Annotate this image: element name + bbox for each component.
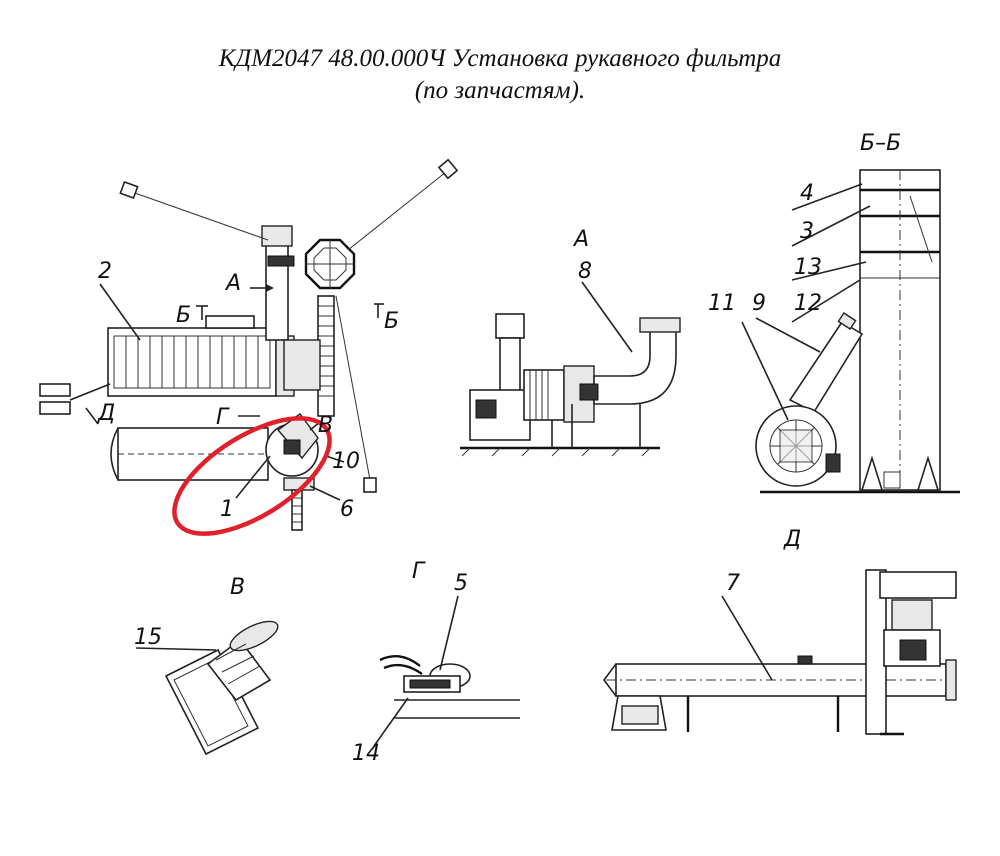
main-assembly-view (39, 158, 459, 531)
label-view-v-main: В (318, 413, 333, 438)
label-view-d-main: Д (97, 401, 115, 426)
drawing-subtitle: (по запчастям). (414, 77, 586, 104)
label-view-d: Д (783, 527, 801, 552)
label-5: 5 (454, 571, 468, 596)
view-v-detail (135, 620, 279, 756)
label-9: 9 (752, 291, 766, 316)
label-4: 4 (800, 181, 814, 206)
label-view-g-main: Г (216, 405, 230, 430)
label-view-a-main: А (224, 271, 241, 296)
label-12: 12 (794, 291, 822, 316)
label-view-g: Г (412, 559, 426, 584)
label-8: 8 (578, 259, 592, 284)
labels: 2 А Б Б Д Г В 10 1 6 А 8 Б–Б 4 3 13 12 1… (97, 131, 901, 766)
view-g-detail (373, 595, 520, 747)
label-6: 6 (340, 497, 354, 522)
view-bb-stack (741, 169, 960, 494)
drawing-title: КДМ2047 48.00.000Ч Установка рукавного ф… (218, 45, 782, 72)
label-15: 15 (134, 625, 162, 650)
label-view-a: А (572, 227, 589, 252)
label-3: 3 (800, 219, 814, 244)
label-view-v: В (230, 575, 245, 600)
label-10: 10 (332, 449, 360, 474)
label-11: 11 (708, 291, 736, 316)
label-14: 14 (352, 741, 380, 766)
label-1: 1 (220, 497, 234, 522)
highlight-ellipse (172, 416, 332, 536)
label-2: 2 (98, 259, 112, 284)
view-a-fan (460, 281, 681, 457)
label-view-b-main: Б (176, 303, 191, 328)
label-view-bb: Б–Б (860, 131, 901, 156)
label-7: 7 (726, 571, 740, 596)
label-view-b-main2: Б (384, 309, 399, 334)
view-d-detail (603, 569, 957, 736)
label-13: 13 (794, 255, 822, 280)
